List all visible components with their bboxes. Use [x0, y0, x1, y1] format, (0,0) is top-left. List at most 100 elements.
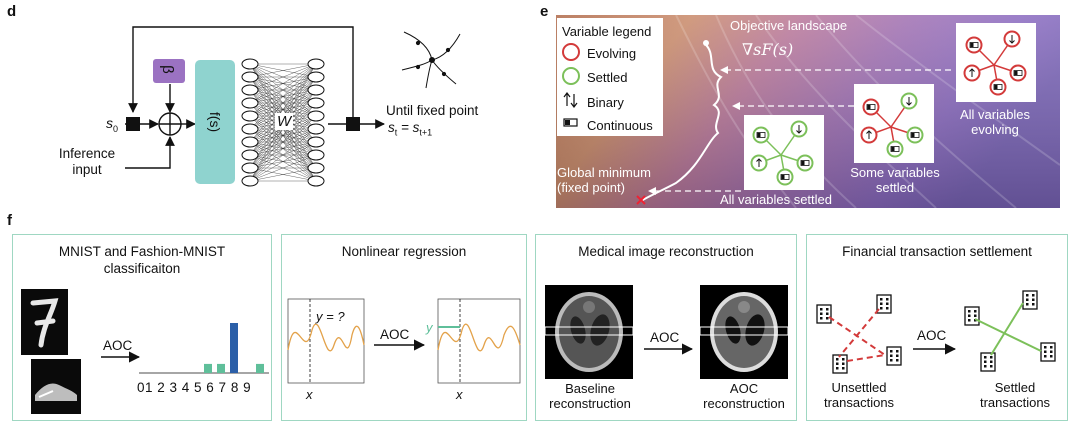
binary-var-icon	[796, 125, 802, 134]
settled-links	[974, 302, 1042, 356]
all-evolving-label: All variables evolving	[959, 107, 1031, 137]
continuous-var-icon	[910, 132, 920, 138]
regression-curve-before	[287, 323, 365, 352]
legend-binary: Binary	[587, 95, 624, 110]
input-neuron	[241, 71, 259, 83]
output-neuron	[307, 123, 325, 135]
output-neuron	[307, 58, 325, 70]
fs-box	[195, 60, 235, 184]
continuous-icon	[563, 118, 578, 127]
digit-class-labels: 01 2 3 4 5 6 7 8 9	[137, 380, 252, 395]
global-minimum-label: Global minimum (fixed point)	[557, 165, 651, 195]
aoc-phantom-image	[699, 285, 789, 379]
input-neuron	[241, 110, 259, 122]
building-icon	[1022, 290, 1038, 310]
w-label: W	[275, 113, 294, 130]
financial-title: Financial transaction settlement	[842, 244, 1032, 259]
panel-d-diagram	[125, 26, 461, 187]
binary-var-icon	[1009, 35, 1015, 44]
building-icon	[964, 306, 980, 326]
variable-node	[906, 126, 924, 144]
binary-var-icon	[756, 158, 762, 167]
input-neuron	[241, 149, 259, 161]
variable-node	[862, 98, 880, 116]
regression-title: Nonlinear regression	[341, 244, 467, 259]
variable-node	[752, 126, 770, 144]
output-neuron	[307, 175, 325, 187]
mnist-box: MNIST and Fashion-MNIST classificaiton A…	[12, 234, 272, 421]
neural-network	[241, 58, 325, 187]
y-label-after: y	[426, 320, 433, 335]
class-bar-5	[204, 363, 212, 373]
input-neuron	[241, 123, 259, 135]
variable-node	[776, 168, 794, 186]
beta-label: β	[158, 65, 176, 74]
binary-icon	[563, 92, 578, 108]
baseline-recon-label: Baseline reconstruction	[549, 381, 631, 411]
beta-box	[153, 59, 185, 83]
output-neuron	[307, 84, 325, 96]
evolving-icon	[562, 43, 580, 61]
descent-path	[640, 44, 723, 202]
fs-label: f(s)	[207, 111, 223, 133]
all-settled-label: All variables settled	[720, 192, 832, 207]
regression-curve-after	[437, 323, 521, 352]
binary-var-icon	[969, 68, 975, 77]
variable-node	[989, 78, 1007, 96]
variable-legend: Variable legend Evolving Settled Binary …	[557, 18, 663, 136]
objective-landscape-label: Objective landscape	[730, 18, 848, 33]
nonlinear-regression-box: Nonlinear regression y = ? x AOC y x	[281, 234, 527, 421]
medical-reconstruction-box: Medical image reconstruction AOC Baselin…	[535, 234, 797, 421]
input-neuron	[241, 136, 259, 148]
medical-title: Medical image reconstruction	[578, 244, 754, 259]
input-neuron	[241, 84, 259, 96]
legend-settled: Settled	[587, 70, 628, 85]
some-settled-label: Some variables settled	[850, 165, 940, 195]
input-neuron	[241, 162, 259, 174]
class-bar-7	[230, 323, 238, 373]
financial-settlement-box: Financial transaction settlement AOC Uns…	[806, 234, 1068, 421]
panel-label-f: f	[7, 212, 12, 229]
continuous-var-icon	[756, 132, 766, 138]
variable-node	[1009, 64, 1027, 82]
aoc-label-3: AOC	[650, 330, 680, 345]
continuous-var-icon	[780, 174, 790, 180]
x-label-after: x	[456, 387, 463, 402]
output-neuron	[307, 149, 325, 161]
continuous-var-icon	[993, 84, 1003, 90]
x-label-before: x	[306, 387, 313, 402]
output-neuron	[307, 97, 325, 109]
mnist-title: MNIST and Fashion-MNIST classificaiton	[58, 244, 226, 276]
unsettled-label: Unsettled transactions	[823, 380, 895, 410]
fixed-point-equation: st = st+1	[388, 120, 433, 138]
building-icon	[886, 346, 902, 366]
gradient-label: ∇sF(s)	[742, 40, 794, 59]
spiral-attractor-icon	[401, 31, 461, 89]
variable-node	[886, 140, 904, 158]
settled-icon	[562, 67, 580, 85]
input-neuron	[241, 58, 259, 70]
legend-evolving: Evolving	[587, 46, 637, 61]
legend-continuous: Continuous	[587, 118, 653, 133]
aoc-label-1: AOC	[103, 338, 133, 353]
output-neuron	[307, 136, 325, 148]
class-probability-bars	[204, 323, 264, 373]
global-minimum-marker	[636, 195, 646, 205]
class-bar-6	[217, 363, 225, 373]
inference-input-line	[125, 136, 175, 169]
panel-label-d: d	[7, 3, 17, 20]
building-icon	[832, 354, 848, 374]
continuous-var-icon	[800, 160, 810, 166]
input-neuron	[241, 175, 259, 187]
binary-var-icon	[866, 130, 872, 139]
continuous-var-icon	[1013, 70, 1023, 76]
continuous-var-icon	[969, 42, 979, 48]
feedback-loop-line	[128, 26, 354, 122]
regression-plot-after	[437, 298, 521, 384]
binary-var-icon	[906, 97, 912, 106]
variable-node	[965, 36, 983, 54]
building-icon	[1040, 342, 1056, 362]
continuous-var-icon	[890, 146, 900, 152]
variable-node	[796, 154, 814, 172]
output-node	[346, 117, 360, 131]
